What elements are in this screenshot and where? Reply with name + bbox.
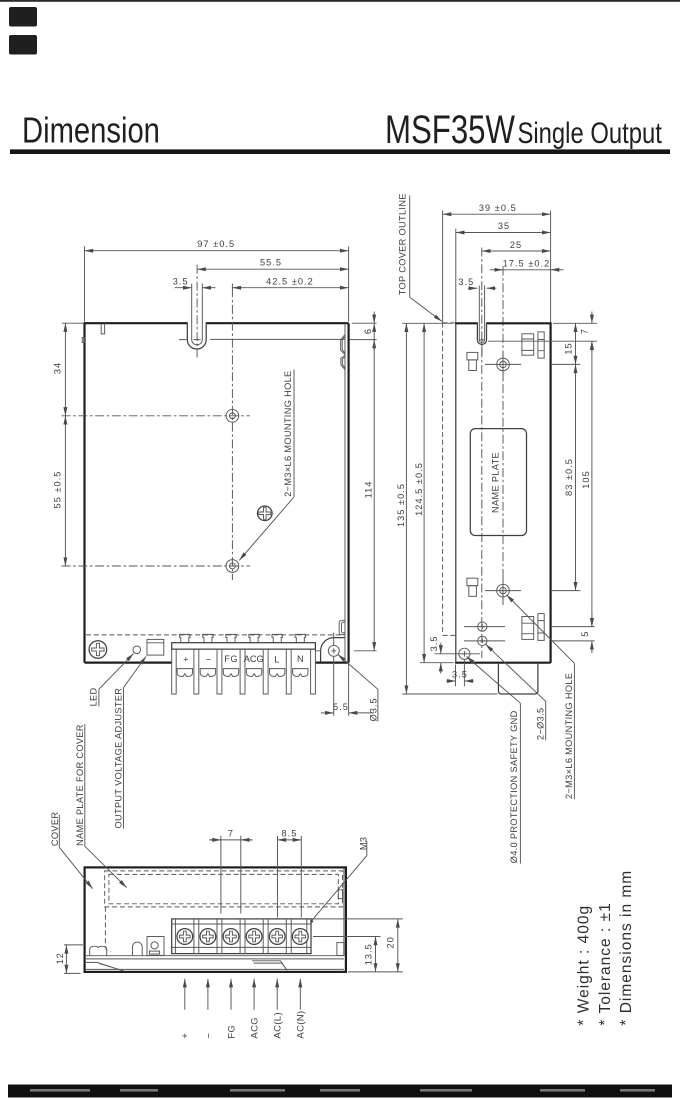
svg-text:3.5: 3.5 xyxy=(458,277,474,287)
svg-text:39 ±0.5: 39 ±0.5 xyxy=(479,203,517,213)
svg-text:25: 25 xyxy=(510,240,522,250)
svg-text:−: − xyxy=(206,654,212,664)
svg-text:55.5: 55.5 xyxy=(260,258,282,268)
svg-text:ACG: ACG xyxy=(250,1017,261,1039)
svg-text:MSF35W: MSF35W xyxy=(385,107,515,151)
svg-text:8.5: 8.5 xyxy=(281,829,297,839)
svg-text:COVER: COVER xyxy=(50,812,60,846)
svg-text:12: 12 xyxy=(55,952,65,964)
svg-text:135 ±0.5: 135 ±0.5 xyxy=(396,483,406,527)
svg-text:FG: FG xyxy=(226,1025,237,1039)
svg-text:* Dimensions in mm: * Dimensions in mm xyxy=(618,870,635,1026)
svg-text:97 ±0.5: 97 ±0.5 xyxy=(197,239,235,249)
svg-text:13.5: 13.5 xyxy=(364,943,374,965)
svg-text:83 ±0.5: 83 ±0.5 xyxy=(564,458,574,496)
svg-text:+: + xyxy=(180,1033,191,1039)
svg-text:OUTPUT VOLTAGE ADJUSTER: OUTPUT VOLTAGE ADJUSTER xyxy=(113,688,123,829)
svg-text:−: − xyxy=(203,1033,214,1039)
svg-text:FG: FG xyxy=(224,654,237,664)
svg-text:20: 20 xyxy=(386,936,396,948)
svg-text:L: L xyxy=(274,654,279,664)
svg-text:Ø3.5: Ø3.5 xyxy=(369,697,379,721)
svg-text:5.5: 5.5 xyxy=(333,702,349,712)
svg-text:2−M3×L6 MOUNTING HOLE: 2−M3×L6 MOUNTING HOLE xyxy=(564,673,574,799)
svg-text:15: 15 xyxy=(564,342,574,354)
svg-text:M3: M3 xyxy=(359,837,369,850)
svg-text:124.5 ±0.5: 124.5 ±0.5 xyxy=(414,462,424,516)
svg-text:N: N xyxy=(297,654,304,664)
svg-text:5: 5 xyxy=(580,631,590,637)
svg-text:2−M3×L6 MOUNTING HOLE: 2−M3×L6 MOUNTING HOLE xyxy=(283,370,293,496)
svg-text:NAME PLATE FOR COVER: NAME PLATE FOR COVER xyxy=(75,724,85,846)
svg-text:114: 114 xyxy=(364,481,374,499)
svg-text:6: 6 xyxy=(363,328,373,334)
svg-text:* Weight : 400g: * Weight : 400g xyxy=(575,905,592,1026)
svg-text:NAME PLATE: NAME PLATE xyxy=(491,452,501,513)
svg-text:Single Output: Single Output xyxy=(518,116,663,149)
svg-text:7: 7 xyxy=(228,829,234,839)
svg-text:Ø4.0 PROTECTION SAFETY GND: Ø4.0 PROTECTION SAFETY GND xyxy=(509,710,519,863)
svg-text:34: 34 xyxy=(52,362,62,374)
svg-text:42.5 ±0.2: 42.5 ±0.2 xyxy=(266,277,314,287)
svg-text:3.5: 3.5 xyxy=(173,277,189,287)
svg-text:17.5 ±0.2: 17.5 ±0.2 xyxy=(503,259,551,269)
svg-text:35: 35 xyxy=(498,221,510,231)
svg-text:7: 7 xyxy=(580,328,590,334)
svg-text:AC(L): AC(L) xyxy=(273,1012,284,1039)
svg-text:AC(N): AC(N) xyxy=(296,1010,307,1038)
svg-text:3.5: 3.5 xyxy=(452,670,468,680)
svg-text:+: + xyxy=(183,654,189,664)
svg-text:55 ±0.5: 55 ±0.5 xyxy=(52,471,62,509)
svg-text:Dimension: Dimension xyxy=(22,111,160,152)
svg-text:LED: LED xyxy=(89,687,99,706)
svg-text:TOP COVER OUTLINE: TOP COVER OUTLINE xyxy=(398,193,408,295)
svg-text:ACG: ACG xyxy=(244,654,264,664)
svg-text:2−Ø3.5: 2−Ø3.5 xyxy=(536,708,546,741)
svg-text:105: 105 xyxy=(581,470,591,488)
svg-text:3.5: 3.5 xyxy=(429,635,439,651)
svg-text:* Tolerance : ±1: * Tolerance : ±1 xyxy=(597,902,614,1025)
